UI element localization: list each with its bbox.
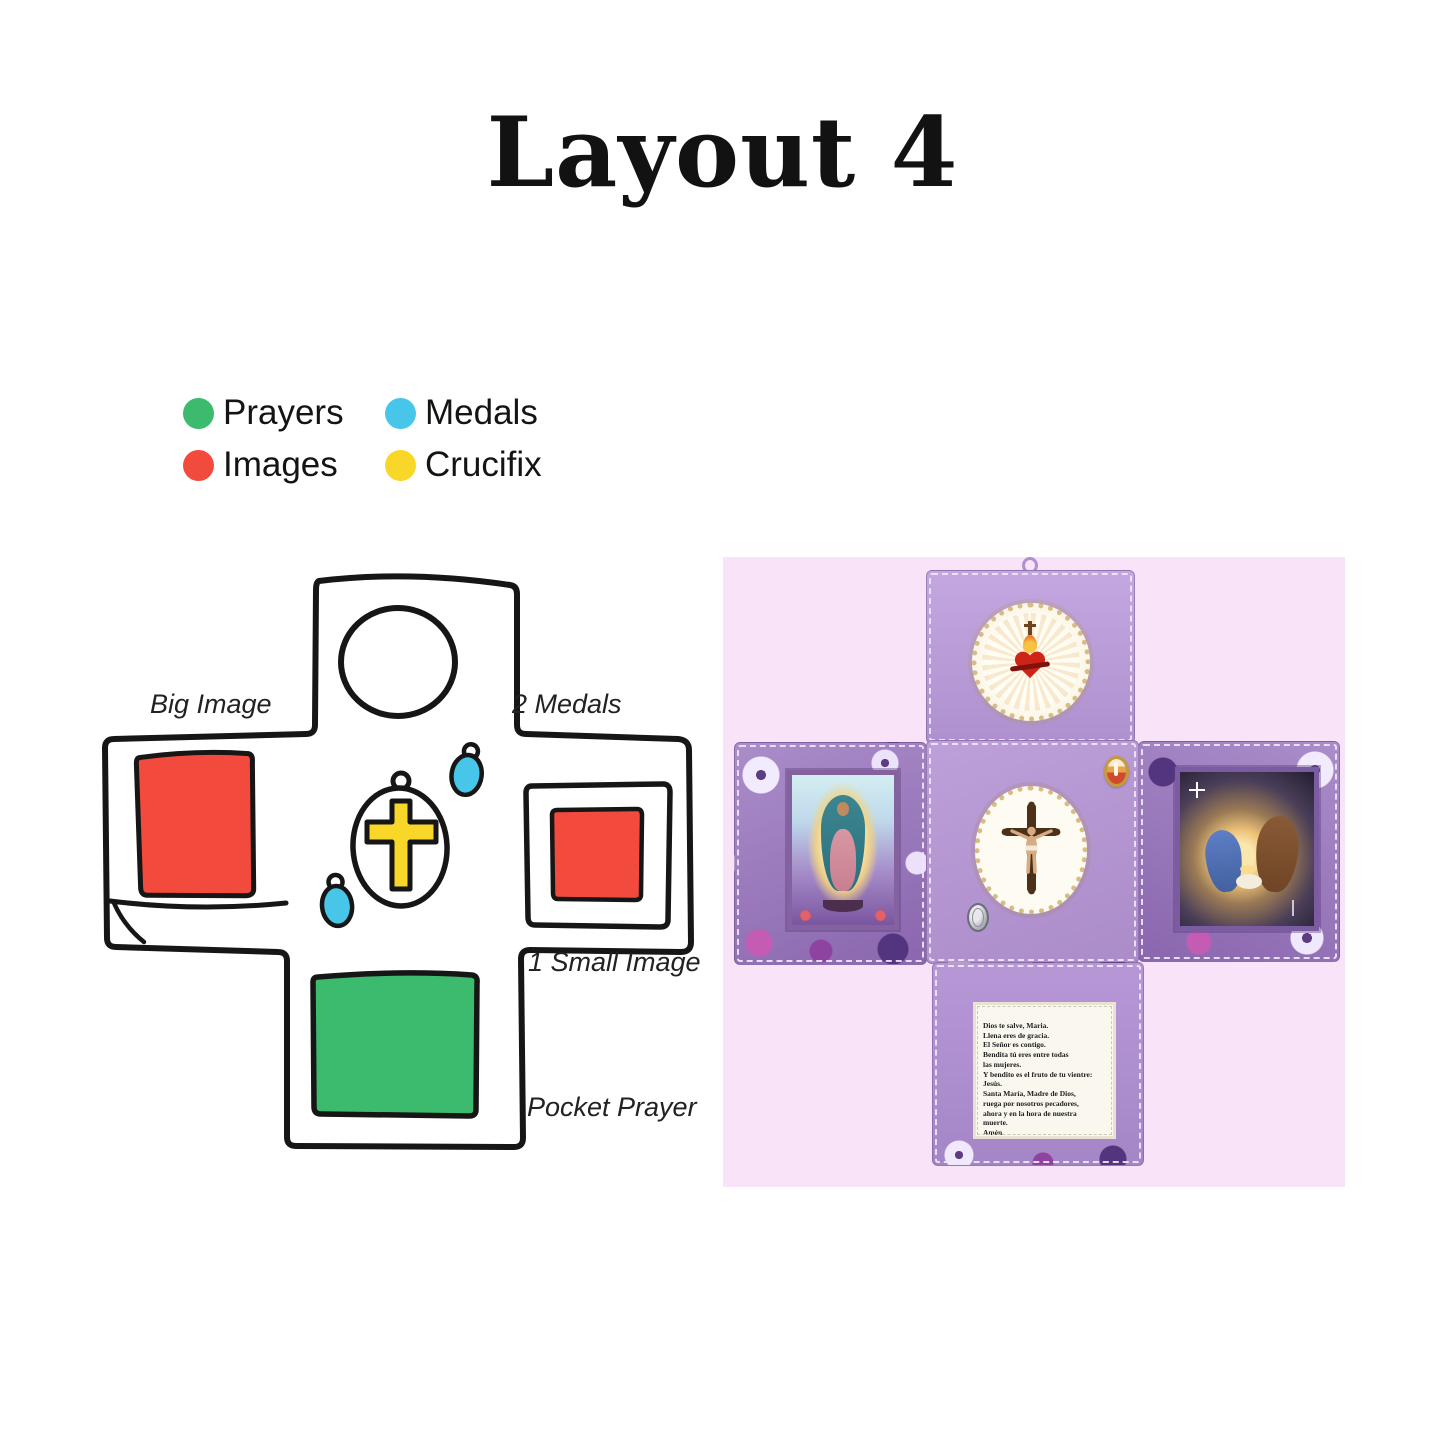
top-circle-opening xyxy=(338,605,458,719)
medals-dot-icon xyxy=(385,397,416,429)
images-dot-icon xyxy=(183,449,214,481)
holy-family-image xyxy=(1175,767,1319,931)
medal-swatch-bottom xyxy=(319,872,355,929)
rose-icon xyxy=(875,910,886,921)
label-big-image: Big Image xyxy=(150,689,272,719)
sacred-heart-cross-icon xyxy=(1024,621,1036,635)
legend-label-prayers: Prayers xyxy=(223,393,344,432)
rose-icon xyxy=(800,910,811,921)
prayer-text: Dios te salve, Maria. Llena eres de grac… xyxy=(983,1020,1093,1137)
legend-item-images: Images xyxy=(183,445,338,485)
label-two-medals: 2 Medals xyxy=(512,689,622,719)
page-title: Layout 4 xyxy=(486,96,959,209)
sacred-heart-flame-icon xyxy=(1023,635,1037,653)
crescent-moon xyxy=(823,900,863,912)
fold-line xyxy=(107,898,289,910)
fold-corner-line xyxy=(111,900,147,945)
guadalupe-robe xyxy=(830,829,856,891)
medal-swatch-top xyxy=(449,742,484,798)
legend-item-prayers: Prayers xyxy=(183,393,344,433)
crucifix-swatch xyxy=(364,798,439,892)
legend-label-crucifix: Crucifix xyxy=(425,445,542,484)
medal-top-right xyxy=(1104,756,1129,787)
legend-label-images: Images xyxy=(223,445,338,484)
guadalupe-image xyxy=(787,770,899,930)
legend-item-crucifix: Crucifix xyxy=(385,445,542,485)
legend-item-medals: Medals xyxy=(385,393,538,433)
crucifix-dot-icon xyxy=(385,449,416,481)
prayer-pocket: Dios te salve, Maria. Llena eres de grac… xyxy=(973,1002,1116,1139)
medal-bottom-left xyxy=(967,903,989,932)
crucifix-window xyxy=(975,786,1087,914)
label-one-small-image: 1 Small Image xyxy=(528,947,701,977)
legend-label-medals: Medals xyxy=(425,393,538,432)
baby-halo xyxy=(1240,865,1256,873)
small-image-swatch xyxy=(549,806,645,903)
prayer-pocket-swatch xyxy=(310,970,480,1119)
prayers-dot-icon xyxy=(183,397,214,429)
star-sparkle-icon xyxy=(1189,782,1205,798)
sacred-heart-medallion xyxy=(972,603,1090,721)
big-image-swatch xyxy=(133,749,257,899)
finished-cross-photo: Dios te salve, Maria. Llena eres de grac… xyxy=(723,557,1345,1187)
guadalupe-face xyxy=(837,802,849,816)
crucifix xyxy=(1001,801,1061,895)
baby-jesus-figure xyxy=(1236,874,1262,889)
label-pocket-prayer: Pocket Prayer xyxy=(527,1092,697,1122)
cross-template-diagram xyxy=(102,573,694,1150)
